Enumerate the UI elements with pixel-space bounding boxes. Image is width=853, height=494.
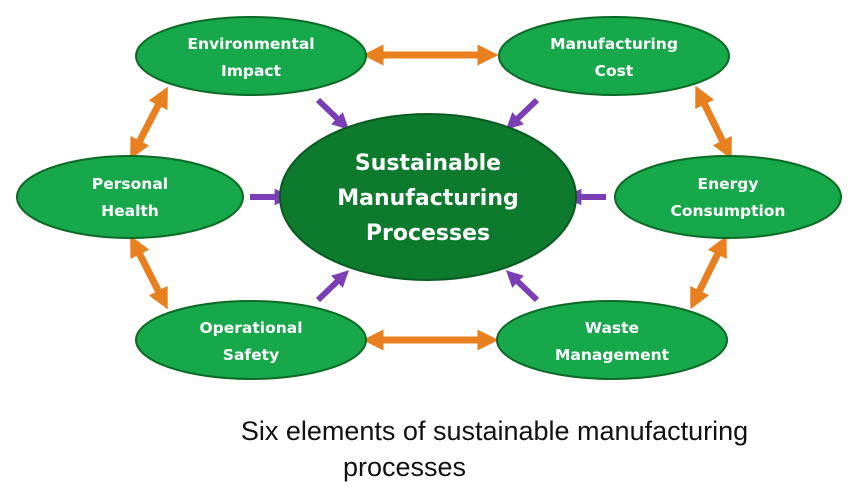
inward-arrows <box>250 97 606 303</box>
node-waste-management: Waste Management <box>496 300 728 380</box>
operational-safety-line2: Safety <box>223 346 279 364</box>
node-energy-consumption: Energy Consumption <box>614 155 842 239</box>
waste-management-line2: Management <box>555 346 670 364</box>
operational-safety-line1: Operational <box>199 319 302 337</box>
caption-line2: processes <box>342 452 467 482</box>
node-manufacturing-cost: Manufacturing Cost <box>498 16 730 96</box>
node-operational-safety: Operational Safety <box>135 300 367 380</box>
arrow-health-env <box>130 86 168 160</box>
arrow-env-center <box>315 97 350 130</box>
center-line2: Manufacturing <box>337 186 519 211</box>
center-line1: Sustainable <box>355 151 501 176</box>
node-environmental-impact: Environmental Impact <box>135 16 367 96</box>
sustainable-manufacturing-diagram: Environmental Impact Manufacturing Cost … <box>16 16 842 380</box>
arrow-safety-center <box>315 270 350 303</box>
arrow-energy-waste <box>690 235 727 310</box>
energy-consumption-line1: Energy <box>698 175 759 193</box>
environmental-impact-line2: Impact <box>221 62 282 80</box>
manufacturing-cost-line2: Cost <box>595 62 634 80</box>
node-personal-health: Personal Health <box>16 155 244 239</box>
caption-line1: Six elements of sustainable manufacturin… <box>240 416 749 446</box>
waste-management-line1: Waste <box>585 319 639 337</box>
arrow-health-safety <box>130 235 168 310</box>
arrow-waste-center <box>505 270 540 303</box>
arrow-cost-energy <box>695 85 732 160</box>
personal-health-line2: Health <box>101 202 159 220</box>
energy-consumption-line2: Consumption <box>671 202 786 220</box>
arrow-cost-center <box>505 97 540 130</box>
node-center: Sustainable Manufacturing Processes <box>279 113 577 281</box>
environmental-impact-line1: Environmental <box>187 35 314 53</box>
manufacturing-cost-line1: Manufacturing <box>550 35 678 53</box>
center-line3: Processes <box>366 221 490 246</box>
personal-health-line1: Personal <box>92 175 168 193</box>
ring-arrows <box>130 44 732 351</box>
